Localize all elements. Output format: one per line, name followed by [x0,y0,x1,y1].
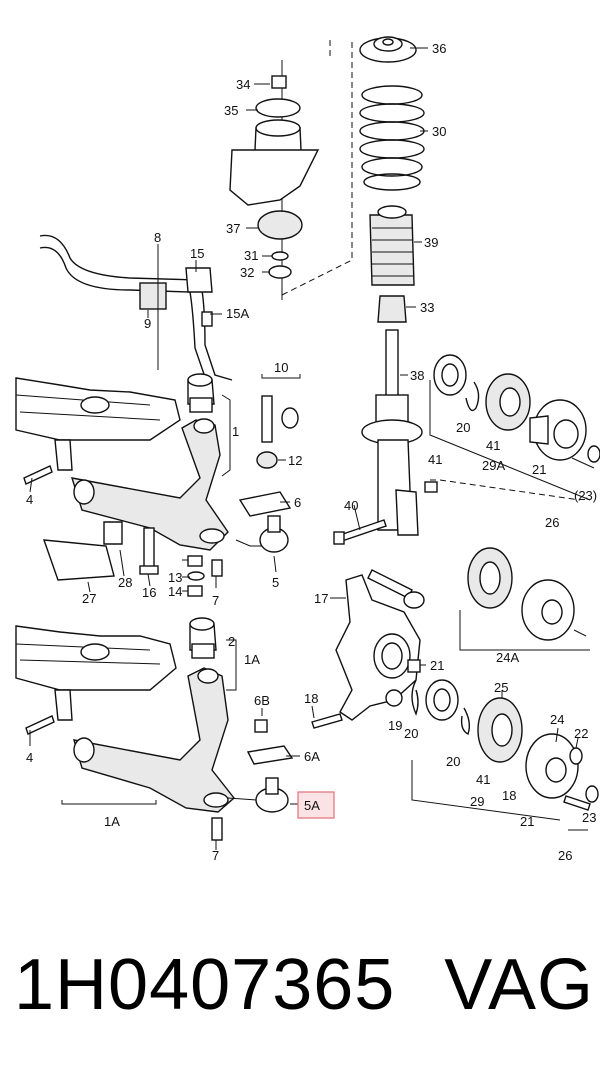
callout-5: 5 [272,575,279,590]
callout-21-lower: 21 [520,814,534,829]
leader-lines [29,47,579,850]
callout-7-lower: 7 [212,848,219,860]
callout-26-lower: 26 [558,848,572,860]
callout-23-upper: (23) [574,488,597,503]
callout-4-upper: 4 [26,492,33,507]
callout-6a: 6A [304,749,320,764]
control-arm-upper-group [15,373,301,597]
callout-25: 25 [494,680,508,695]
callout-2-lower: 2 [228,634,235,649]
callout-35: 35 [224,103,238,118]
callout-9: 9 [144,316,151,331]
callout-15a: 15A [226,306,249,321]
callout-18-left: 18 [304,691,318,706]
callout-7-upper: 7 [212,593,219,608]
strut-assembly [281,36,438,545]
callout-36: 36 [432,41,446,56]
callout-18-right: 18 [502,788,516,803]
callout-41-lower: 41 [476,772,490,787]
callout-12-upper: 12 [288,453,302,468]
callout-27: 27 [82,591,96,606]
part-number: 1H0407365 [14,945,396,1025]
coil-spring [359,85,425,191]
callout-8: 8 [154,230,161,245]
callout-17: 17 [314,591,328,606]
callout-40: 40 [344,498,358,513]
callout-32: 32 [240,265,254,280]
stabilizer-bar [39,234,233,381]
callout-16: 16 [142,585,156,600]
callout-23-lower: 23 [582,810,596,825]
upper-mount-parts [229,60,320,300]
callout-41-upper: 41 [486,438,500,453]
callout-15: 15 [190,246,204,261]
callout-1a-lower: 1A [104,814,120,829]
callout-26-upper: 26 [545,515,559,530]
callout-6b: 6B [254,693,270,708]
callout-19: 19 [388,718,402,733]
callout-1: 1 [232,424,239,439]
callout-29a: 29A [482,458,505,473]
callout-28: 28 [118,575,132,590]
callout-1a-upper: 1A [244,652,260,667]
callout-31: 31 [244,248,258,263]
callout-14: 14 [168,584,182,599]
control-arm-lower-group [15,617,294,841]
callout-37: 37 [226,221,240,236]
callout-38: 38 [410,368,424,383]
callout-41-right: 41 [428,452,442,467]
callout-labels: 36 34 35 30 37 39 31 32 33 8 15 15A 9 10… [26,41,597,860]
exploded-parts-diagram: 36 34 35 30 37 39 31 32 33 8 15 15A 9 10… [15,36,600,860]
callout-20-mid: 20 [404,726,418,741]
callout-4-lower: 4 [26,750,33,765]
callout-39: 39 [424,235,438,250]
callout-21-upper: 21 [532,462,546,477]
callout-24: 24 [550,712,564,727]
callout-6: 6 [294,495,301,510]
highlight-box-5a[interactable] [297,791,335,819]
callout-33: 33 [420,300,434,315]
callout-13: 13 [168,570,182,585]
callout-24a: 24A [496,650,519,665]
knuckle-hub-group [311,354,600,831]
callout-20-low: 20 [446,754,460,769]
callout-22: 22 [574,726,588,741]
callout-10: 10 [274,360,288,375]
callout-30: 30 [432,124,446,139]
callout-34: 34 [236,77,250,92]
callout-29: 29 [470,794,484,809]
callout-21-knuckle: 21 [430,658,444,673]
callout-20-upper: 20 [456,420,470,435]
brand-name: VAG [444,945,594,1025]
callout-5a[interactable]: 5A [304,798,320,813]
part-caption: 1H0407365 VAG [14,935,594,1035]
